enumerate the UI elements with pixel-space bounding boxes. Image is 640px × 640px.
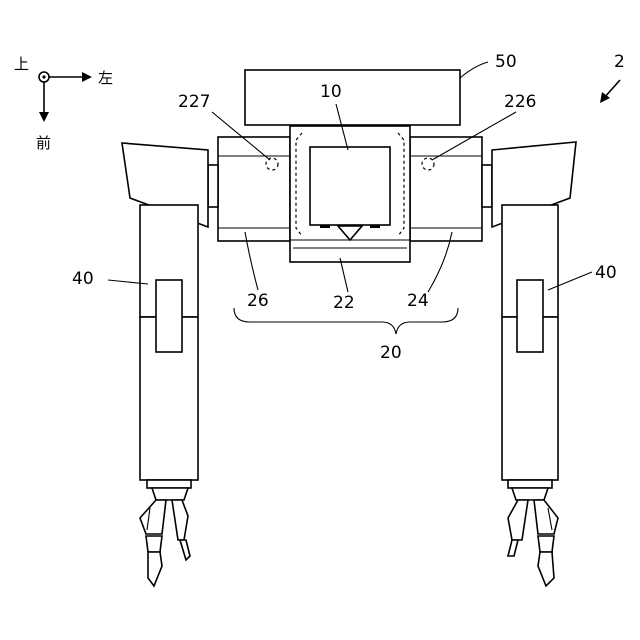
leader-50 (459, 61, 489, 79)
leader-lines (107, 61, 621, 293)
left-finger-outer (139, 499, 167, 535)
sensor-right (421, 157, 435, 171)
label-10: 10 (320, 82, 342, 102)
right-hidden-outline (397, 132, 405, 237)
leader-26 (244, 231, 259, 291)
leader-10 (335, 103, 349, 151)
left-torso-part (217, 136, 291, 242)
label-226: 226 (504, 92, 536, 112)
left-elbow-joint (155, 279, 183, 353)
front-axis-arrowhead (39, 112, 49, 122)
label-2: 2 (614, 52, 625, 72)
leader-226 (431, 111, 517, 161)
group-brace (233, 307, 459, 335)
sensor-left (265, 157, 279, 171)
body-pointer (336, 225, 364, 242)
left-hidden-outline (295, 132, 303, 237)
axis-label-up: 上 (14, 55, 29, 73)
left-shoulder-joint (207, 164, 219, 208)
top-box (244, 69, 461, 126)
leader-24 (427, 231, 453, 293)
leader-227 (211, 111, 271, 161)
leader-40-left (107, 279, 149, 285)
body-foot-right (370, 225, 380, 228)
right-torso-part (409, 136, 483, 242)
up-axis-dot (42, 75, 46, 79)
left-finger-inner-tip (178, 539, 191, 562)
label-40-right: 40 (595, 263, 617, 283)
axis-label-front: 前 (36, 134, 51, 152)
left-finger-outer-segment (145, 535, 163, 553)
left-finger-outer-tip (147, 551, 163, 588)
right-gripper-base (510, 487, 550, 501)
left-wrist (146, 479, 192, 489)
left-finger-inner (171, 499, 189, 541)
label-24: 24 (407, 291, 429, 311)
body-unit (309, 146, 391, 226)
label-227: 227 (178, 92, 210, 112)
leader-2-arrowhead (600, 92, 610, 103)
label-26: 26 (247, 291, 269, 311)
label-40-left: 40 (72, 269, 94, 289)
leader-40-right (547, 271, 593, 291)
axis-label-left: 左 (98, 69, 113, 87)
left-finger-outer-line (146, 507, 151, 531)
right-finger-outer (533, 499, 559, 535)
orientation-indicator: 上 左 前 (14, 55, 113, 152)
right-shoulder-joint (481, 164, 493, 208)
label-20: 20 (380, 343, 402, 363)
right-arm (481, 141, 577, 588)
label-22: 22 (333, 293, 355, 313)
right-finger-inner-tip (506, 539, 520, 557)
right-finger-inner (507, 499, 529, 541)
left-gripper-base (150, 487, 190, 501)
label-50: 50 (495, 52, 517, 72)
left-arm (121, 142, 219, 588)
leader-22 (339, 257, 349, 293)
body-foot-left (320, 225, 330, 228)
leader-2 (603, 79, 621, 99)
right-finger-outer-segment (537, 535, 555, 553)
right-finger-outer-tip (537, 551, 555, 588)
left-axis-arrowhead (82, 72, 92, 82)
right-finger-outer-line (547, 507, 553, 531)
right-elbow-joint (516, 279, 544, 353)
right-wrist (507, 479, 553, 489)
